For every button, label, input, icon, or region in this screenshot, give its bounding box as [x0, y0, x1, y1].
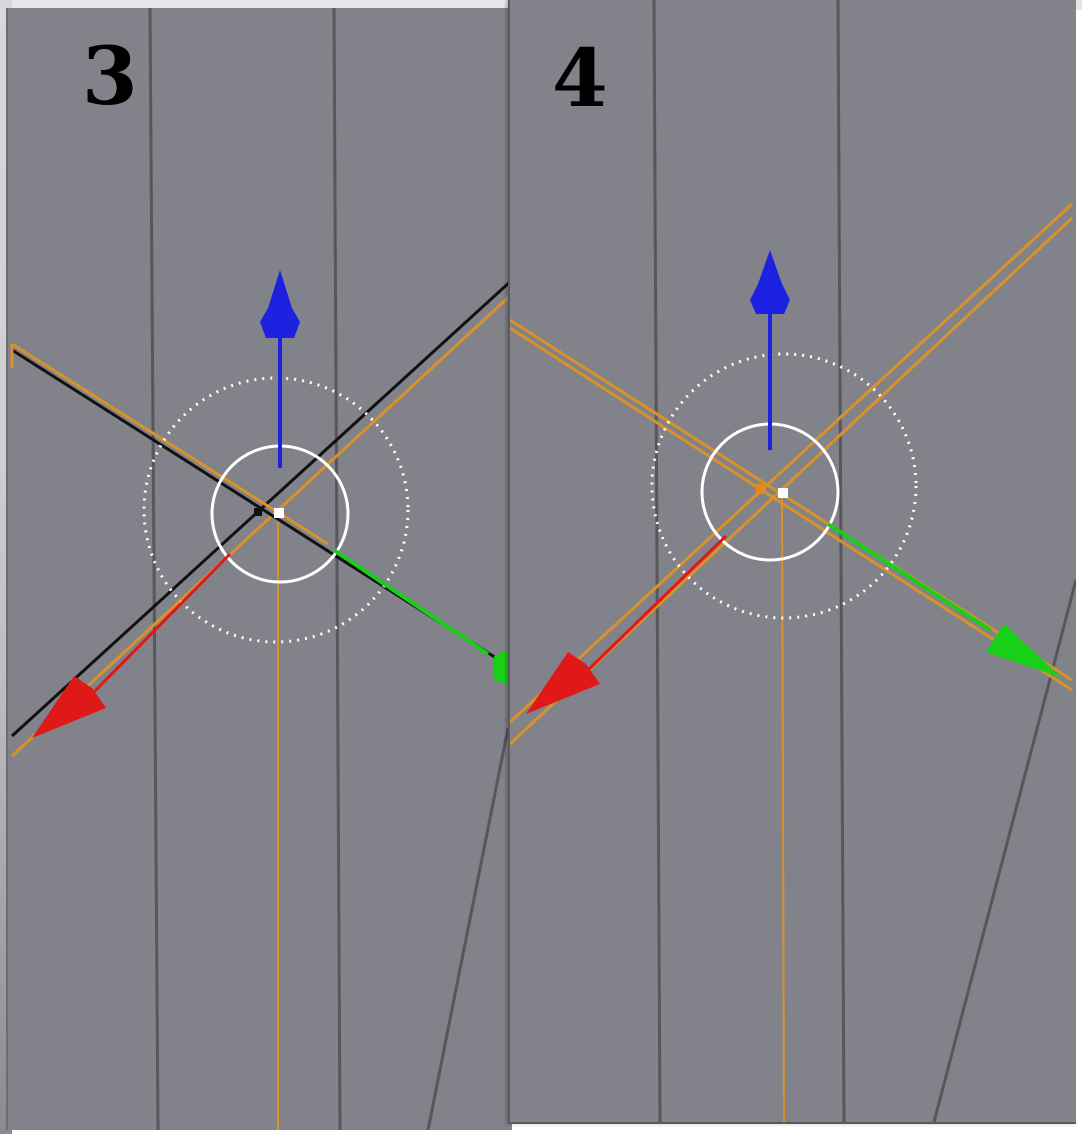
selected-edge	[510, 202, 1074, 724]
selected-edge	[781, 493, 785, 1122]
mesh-edge	[932, 579, 1076, 1122]
y-axis-line	[332, 548, 490, 656]
blue-z-axis-arrow-icon	[750, 250, 790, 314]
red-x-axis-arrow-icon	[526, 652, 600, 714]
dotted-trackball-ring-icon	[650, 352, 918, 620]
red-x-axis-arrow-icon	[32, 676, 106, 738]
y-axis-line	[826, 522, 992, 632]
blue-z-axis-arrow-icon	[260, 270, 300, 338]
dotted-trackball-ring-icon	[142, 376, 410, 644]
selected-edge	[10, 292, 512, 758]
selected-edge	[510, 318, 1073, 682]
mesh-edge	[426, 727, 510, 1130]
panel-number-label: 4	[552, 31, 608, 125]
mesh-edge	[836, 0, 846, 1122]
viewport-panel-4[interactable]: 4	[508, 0, 1076, 1124]
mesh-edge	[332, 8, 342, 1130]
pivot-point-icon	[274, 508, 284, 518]
mesh-edge	[652, 0, 662, 1122]
viewport-3-canvas[interactable]	[8, 8, 512, 1130]
active-vertex	[756, 484, 766, 494]
pivot-point-icon	[778, 488, 788, 498]
x-axis-line	[584, 534, 728, 674]
green-y-axis-arrow-icon	[494, 648, 512, 686]
x-axis-line	[86, 552, 232, 700]
active-vertex	[254, 508, 262, 516]
mesh-edge	[148, 8, 160, 1130]
green-y-axis-arrow-icon	[986, 624, 1062, 678]
selected-edge	[510, 326, 1073, 692]
panel-number-label: 3	[82, 29, 138, 123]
viewport-panel-3[interactable]: 3	[6, 8, 512, 1130]
viewport-4-canvas[interactable]	[510, 0, 1076, 1122]
